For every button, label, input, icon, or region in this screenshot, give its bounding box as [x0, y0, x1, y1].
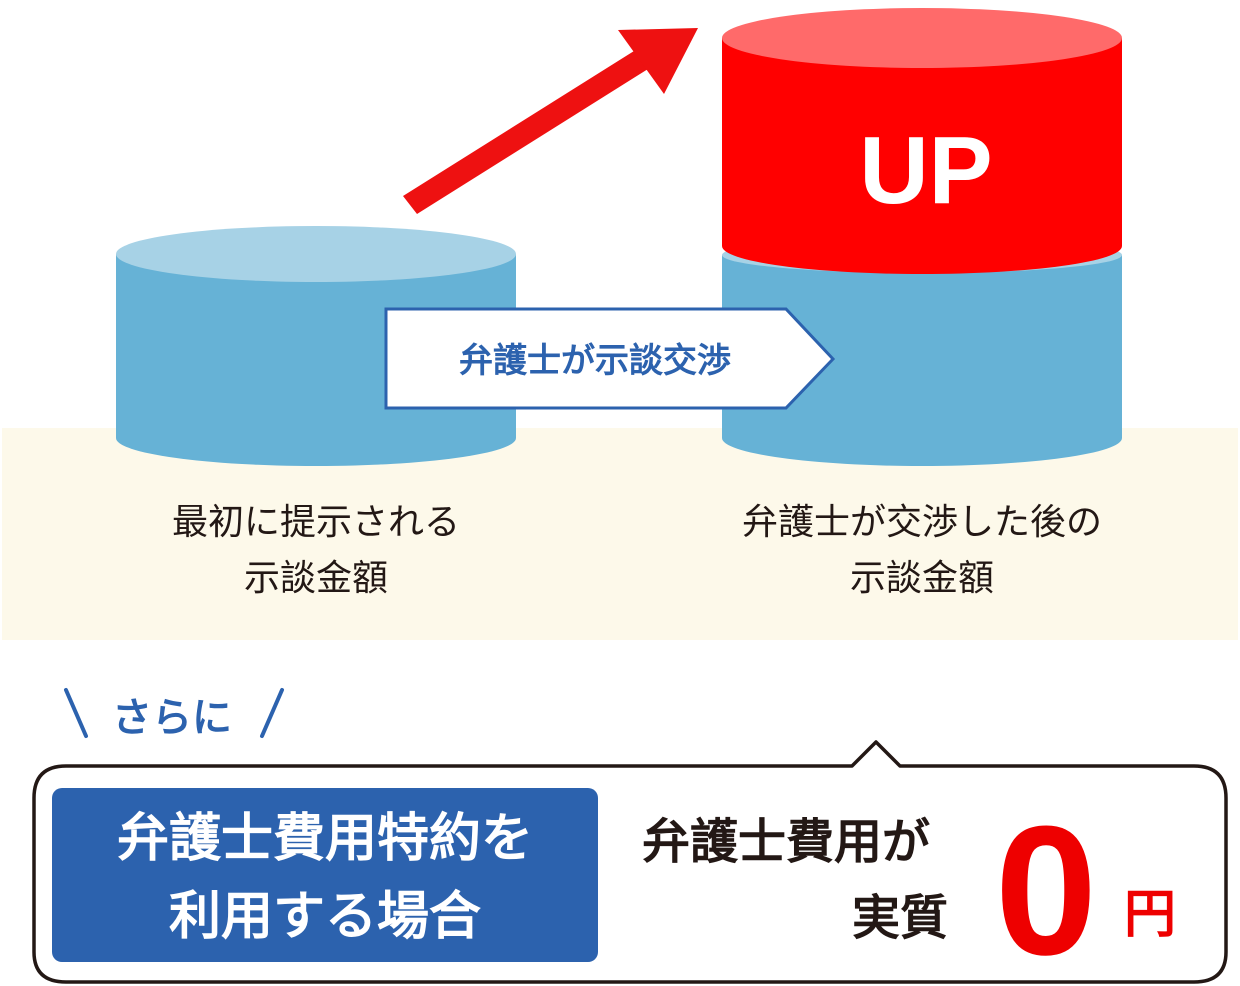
caption-after-line1: 弁護士が交渉した後の	[742, 502, 1102, 543]
cylinder-after-base-body	[722, 255, 1122, 466]
up-label: UP	[859, 117, 992, 224]
amount-zero: 0	[995, 787, 1097, 986]
caption-after-line2: 示談金額	[850, 558, 994, 599]
furthermore-label: さらに	[112, 695, 232, 741]
caption-before-line2: 示談金額	[244, 558, 388, 599]
special-clause-line1: 弁護士費用特約を	[117, 809, 533, 869]
result-line2: 実質	[852, 890, 948, 946]
cylinder-after-up-body	[722, 38, 1122, 274]
negotiation-arrow-label: 弁護士が示談交渉	[459, 341, 731, 381]
furthermore-heading: さらに	[64, 688, 284, 741]
increase-arrow-icon	[403, 28, 698, 214]
negotiation-arrow-shape	[384, 307, 836, 410]
cylinder-after-up: UP	[722, 8, 1122, 274]
cylinder-before-top	[116, 226, 516, 282]
cylinder-before	[116, 226, 516, 466]
caption-before-line1: 最初に提示される	[172, 502, 460, 543]
furthermore-left-slash	[64, 688, 88, 738]
cylinder-before-body	[116, 254, 516, 466]
special-clause-box-bg	[52, 788, 598, 962]
background-band	[2, 428, 1238, 640]
increase-arrow-shaft	[403, 51, 648, 214]
increase-arrow-head	[618, 28, 698, 94]
furthermore-right-slash	[260, 688, 284, 738]
cylinder-after-up-top	[722, 8, 1122, 68]
special-clause-line2: 利用する場合	[169, 887, 481, 947]
negotiation-arrow: 弁護士が示談交渉	[384, 307, 836, 410]
amount-unit: 円	[1124, 885, 1176, 945]
result-line1: 弁護士費用が	[642, 814, 930, 870]
special-clause-box: 弁護士費用特約を 利用する場合	[52, 788, 598, 962]
